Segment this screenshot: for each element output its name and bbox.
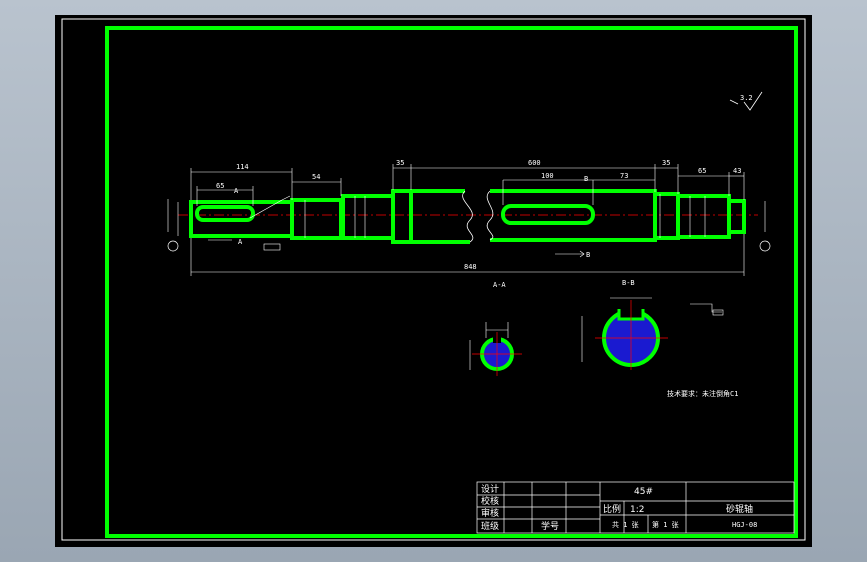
tb-drawing-no: HGJ-08 xyxy=(732,521,757,529)
shaft-profile xyxy=(189,189,746,244)
section-bb-view xyxy=(581,297,724,370)
leader-roughness xyxy=(249,195,291,219)
sheet-outer-border xyxy=(61,18,806,541)
section-b-arrow xyxy=(555,250,585,258)
dim-54: 54 xyxy=(312,173,320,181)
dim-65-key: 65 xyxy=(216,182,224,190)
section-a-top: A xyxy=(234,187,239,195)
tb-sheet-count: 共 1 张 xyxy=(612,520,639,529)
tb-check: 校核 xyxy=(481,495,499,507)
tb-material: 45# xyxy=(634,487,653,497)
view-label-aa: A-A xyxy=(493,281,506,289)
datum-left xyxy=(167,240,179,252)
roughness-symbol-general: 3.2 xyxy=(729,91,763,111)
top-dimension-lines xyxy=(190,164,745,276)
tb-design: 设计 xyxy=(481,483,499,495)
tb-student-id: 学号 xyxy=(541,520,559,532)
section-aa-view xyxy=(469,322,522,376)
tb-sheet-no: 第 1 张 xyxy=(652,520,679,529)
dim-65: 65 xyxy=(698,167,706,175)
tb-class: 班级 xyxy=(481,520,499,532)
dim-43: 43 xyxy=(733,167,741,175)
section-a-bottom: A xyxy=(238,238,243,246)
dim-35-left: 35 xyxy=(396,159,404,167)
drawing-frame xyxy=(105,26,798,538)
break-line-left xyxy=(462,190,474,243)
tb-review: 审核 xyxy=(481,507,499,519)
tolerance-frame-left xyxy=(263,243,281,251)
section-b-top: B xyxy=(584,175,588,183)
tb-part-name: 砂辊轴 xyxy=(726,503,753,515)
dim-114: 114 xyxy=(236,163,249,171)
dim-73: 73 xyxy=(620,172,628,180)
dim-total: 848 xyxy=(464,263,477,271)
view-label-bb: B-B xyxy=(622,279,635,287)
datum-right xyxy=(759,240,771,252)
tb-scale-label: 比例 xyxy=(603,503,621,515)
section-b-bottom: B xyxy=(586,251,590,259)
tb-scale-value: 1:2 xyxy=(630,505,644,515)
title-block xyxy=(476,481,795,534)
tech-note: 技术要求：未注倒角C1 xyxy=(667,389,738,398)
dim-600: 600 xyxy=(528,159,541,167)
drawing-sheet xyxy=(55,15,812,547)
break-line-right xyxy=(486,190,494,241)
diameter-dim-lines xyxy=(167,194,766,238)
svg-text:3.2: 3.2 xyxy=(740,94,753,102)
dim-100: 100 xyxy=(541,172,554,180)
dim-35-right: 35 xyxy=(662,159,670,167)
